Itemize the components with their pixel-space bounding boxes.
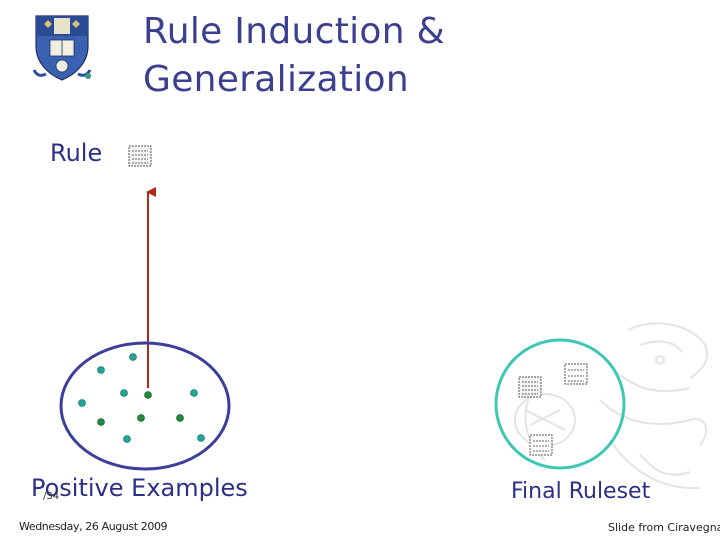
example-dot xyxy=(197,434,205,442)
example-dot xyxy=(176,414,184,422)
example-dot xyxy=(97,418,105,426)
slide-number: /34 xyxy=(43,491,60,502)
cartoon-mascot-illustration xyxy=(514,322,709,490)
positive-examples-ellipse xyxy=(59,341,231,471)
rule-label: Rule xyxy=(50,139,103,167)
ruleset-document-icon xyxy=(564,363,588,385)
final-ruleset-circle xyxy=(494,338,626,470)
example-dots xyxy=(78,353,205,443)
example-dot xyxy=(137,414,145,422)
footer-date: Wednesday, 26 August 2009 xyxy=(19,520,168,533)
footer-credit: Slide from Ciravegna xyxy=(608,521,720,534)
positive-examples-label: Positive Examples xyxy=(31,474,248,502)
example-dot xyxy=(129,353,137,361)
ruleset-document-icon xyxy=(529,434,553,456)
slide-title: Rule Induction & Generalization xyxy=(143,8,445,104)
slide-title-line-1: Rule Induction & xyxy=(143,11,445,52)
final-ruleset-label: Final Ruleset xyxy=(511,479,651,504)
example-dot xyxy=(144,391,152,399)
example-dot xyxy=(78,399,86,407)
university-crest-logo xyxy=(32,15,92,81)
slide-title-line-2: Generalization xyxy=(143,59,409,100)
ruleset-document-icon xyxy=(518,376,542,398)
example-dot xyxy=(120,389,128,397)
example-dot xyxy=(97,366,105,374)
example-dot xyxy=(190,389,198,397)
example-dot xyxy=(123,435,131,443)
rule-document-icon xyxy=(128,145,152,167)
